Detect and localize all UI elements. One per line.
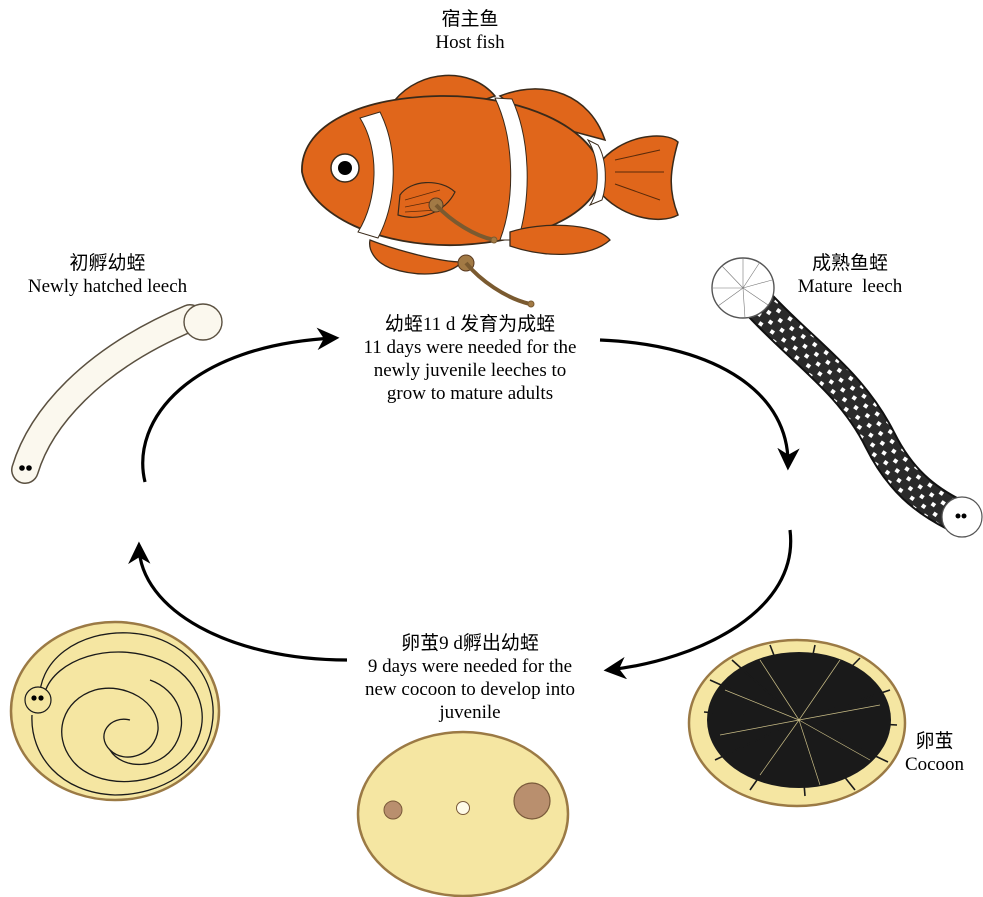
- newly-hatched-label-en: Newly hatched leech: [0, 275, 215, 298]
- arrow-top-right: [600, 340, 788, 466]
- hatchling-sucker: [184, 304, 222, 340]
- egg-illustration: [358, 732, 568, 896]
- host-fish-illustration: [302, 75, 678, 307]
- host-fish-label-zh: 宿主鱼: [400, 8, 540, 31]
- egg-spot-large: [514, 783, 550, 819]
- label-mature-leech: 成熟鱼蛭 Mature leech: [780, 252, 920, 298]
- label-host-fish: 宿主鱼 Host fish: [400, 8, 540, 54]
- cocoon-label-zh: 卵茧: [892, 730, 977, 753]
- mature-leech-label-en: Mature leech: [780, 275, 920, 298]
- label-cocoon: 卵茧 Cocoon: [892, 730, 977, 776]
- label-newly-hatched: 初孵幼蛭 Newly hatched leech: [0, 252, 215, 298]
- label-bottom-step: 卵茧9 d孵出幼蛭 9 days were needed for the new…: [335, 632, 605, 724]
- host-fish-label-en: Host fish: [400, 31, 540, 54]
- bottom-step-label-zh: 卵茧9 d孵出幼蛭: [335, 632, 605, 655]
- mature-leech-illustration: [712, 258, 982, 537]
- fish-tail: [598, 136, 678, 219]
- cocoon-illustration: [689, 640, 905, 806]
- top-step-label-zh: 幼蛭11 d 发育为成蛭: [330, 313, 610, 336]
- bottom-step-label-en: 9 days were needed for the new cocoon to…: [335, 655, 605, 724]
- egg-spot-small: [384, 801, 402, 819]
- newly-hatched-leech-illustration: [19, 304, 222, 471]
- label-top-step: 幼蛭11 d 发育为成蛭 11 days were needed for the…: [330, 313, 610, 405]
- egg-spot-center: [457, 802, 470, 815]
- mature-leech-label-zh: 成熟鱼蛭: [780, 252, 920, 275]
- newly-hatched-label-zh: 初孵幼蛭: [0, 252, 215, 275]
- coiled-embryo-illustration: [11, 622, 219, 800]
- fish-anal-fin: [510, 225, 610, 254]
- top-step-label-en: 11 days were needed for the newly juveni…: [330, 336, 610, 405]
- arrow-top-left: [143, 338, 335, 482]
- cocoon-label-en: Cocoon: [892, 753, 977, 776]
